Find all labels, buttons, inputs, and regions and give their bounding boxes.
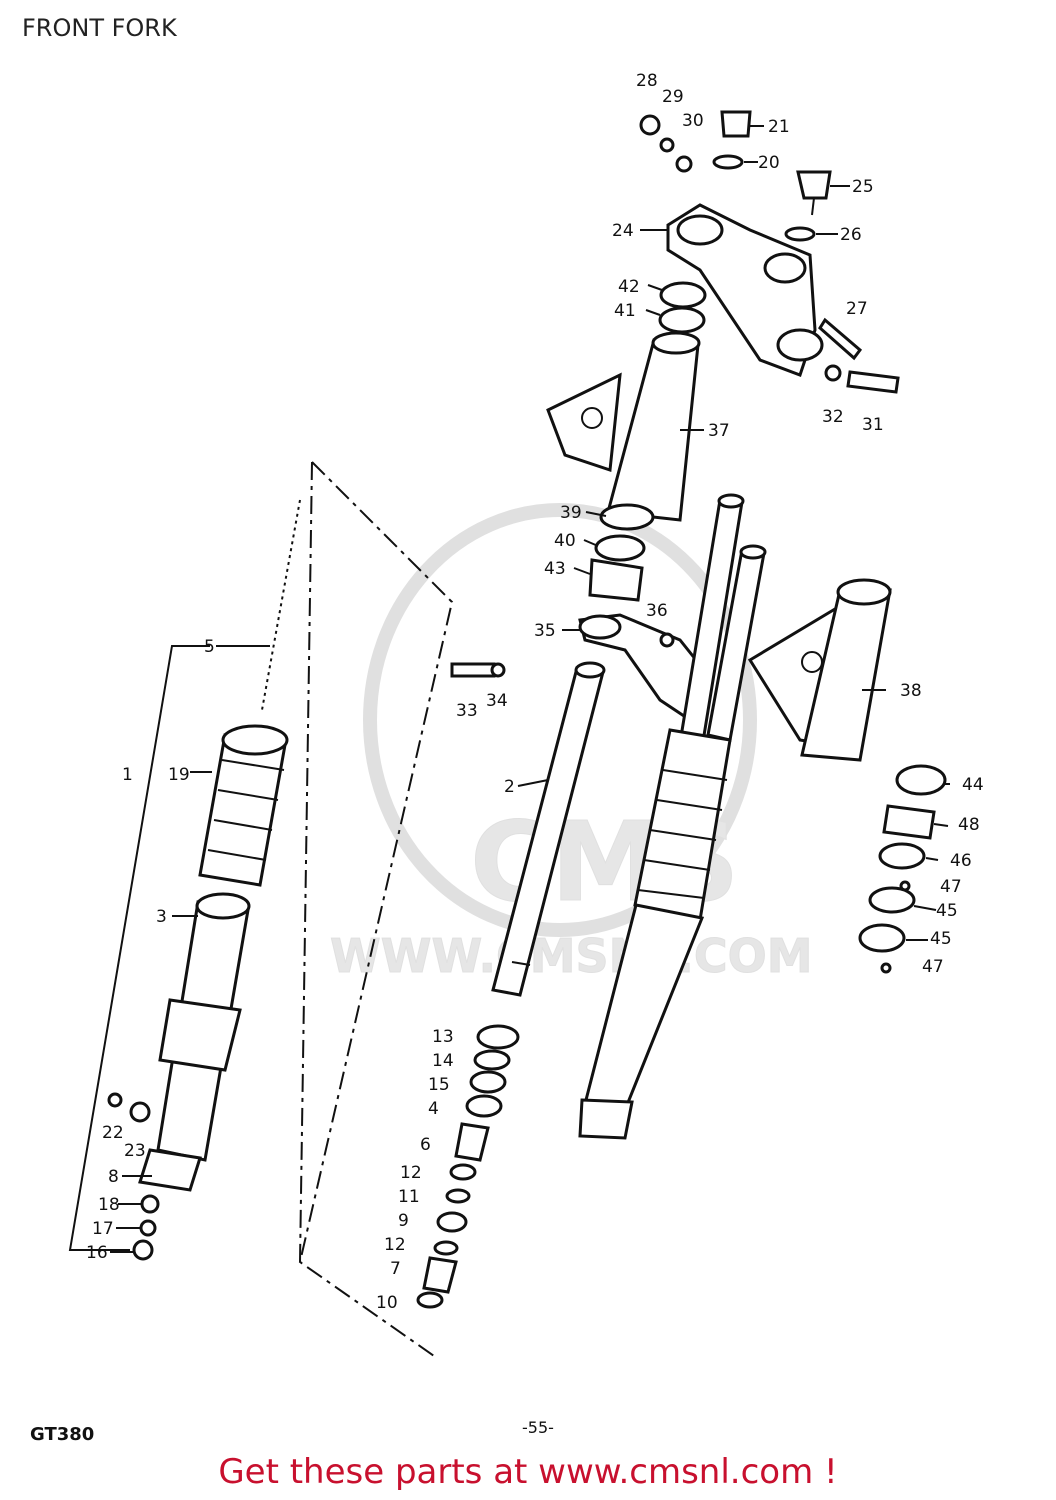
bearing-48 (882, 804, 936, 840)
fork-spring (261, 499, 301, 711)
washer-18 (140, 1194, 160, 1214)
label-4: 4 (428, 1099, 439, 1119)
label-10: 10 (376, 1293, 398, 1313)
screw-36 (659, 632, 675, 648)
label-40: 40 (554, 531, 576, 551)
bolt-31 (846, 370, 900, 394)
label-12b: 12 (384, 1235, 406, 1255)
ring-41 (658, 306, 706, 334)
pinch-bolt (450, 662, 496, 678)
race-45b (858, 923, 906, 953)
label-17: 17 (92, 1219, 114, 1239)
ball-47b (880, 962, 892, 974)
label-1: 1 (122, 765, 133, 785)
leader-lines (110, 125, 950, 1253)
label-5: 5 (204, 637, 215, 657)
bolt-25 (796, 170, 832, 200)
inner-tube (491, 661, 606, 997)
washer-32 (824, 364, 842, 382)
label-43: 43 (544, 559, 566, 579)
label-3: 3 (156, 907, 167, 927)
race-46 (878, 842, 926, 870)
label-48: 48 (958, 815, 980, 835)
label-9: 9 (398, 1211, 409, 1231)
label-39: 39 (560, 503, 582, 523)
label-46: 46 (950, 851, 972, 871)
label-27: 27 (846, 299, 868, 319)
watermark-url: WWW.CMSNL.COM (330, 929, 813, 983)
outer-tube-left (138, 892, 251, 1192)
upper-bracket (666, 203, 817, 377)
label-47b: 47 (922, 957, 944, 977)
label-22: 22 (102, 1123, 124, 1143)
label-20: 20 (758, 153, 780, 173)
washer-30 (675, 155, 693, 173)
page-number: -55- (522, 1418, 554, 1437)
exploded-outline (298, 461, 454, 1357)
label-24: 24 (612, 221, 634, 241)
washer-26 (784, 226, 816, 242)
damper-stack (416, 1024, 520, 1309)
label-42: 42 (618, 277, 640, 297)
ring-40 (594, 534, 646, 562)
label-7: 7 (390, 1259, 401, 1279)
label-19: 19 (168, 765, 190, 785)
label-23: 23 (124, 1141, 146, 1161)
label-41: 41 (614, 301, 636, 321)
label-47a: 47 (940, 877, 962, 897)
pinch-washer (490, 662, 506, 678)
fork-boot (198, 724, 289, 887)
label-26: 26 (840, 225, 862, 245)
label-30: 30 (682, 111, 704, 131)
diagram-title: FRONT FORK (22, 14, 177, 42)
washer-29 (659, 137, 675, 153)
gasket-20 (712, 154, 744, 170)
label-44: 44 (962, 775, 984, 795)
model-code: GT380 (30, 1424, 95, 1445)
label-15: 15 (428, 1075, 450, 1095)
cap-bolt-21 (720, 110, 752, 138)
label-37: 37 (708, 421, 730, 441)
assembly-bracket (68, 645, 210, 1251)
label-45b: 45 (930, 929, 952, 949)
washer-17 (139, 1219, 157, 1237)
label-8: 8 (108, 1167, 119, 1187)
nut-28 (639, 114, 661, 136)
label-16: 16 (86, 1243, 108, 1263)
ring-43 (588, 558, 644, 602)
nut-16 (132, 1239, 154, 1261)
exploded-outline-edge (299, 461, 313, 1263)
label-45a: 45 (936, 901, 958, 921)
label-36: 36 (646, 601, 668, 621)
race-45a (868, 886, 916, 914)
label-14: 14 (432, 1051, 454, 1071)
label-29: 29 (662, 87, 684, 107)
label-32: 32 (822, 407, 844, 427)
race-44 (895, 764, 947, 796)
label-2: 2 (504, 777, 515, 797)
drain-screw (107, 1092, 123, 1108)
ring-39 (599, 503, 655, 531)
label-12a: 12 (400, 1163, 422, 1183)
label-18: 18 (98, 1195, 120, 1215)
ring-42 (659, 281, 707, 309)
label-33: 33 (456, 701, 478, 721)
gasket (129, 1101, 151, 1123)
bolt-27 (818, 317, 863, 361)
label-31: 31 (862, 415, 884, 435)
label-28: 28 (636, 71, 658, 91)
label-25: 25 (852, 177, 874, 197)
label-6: 6 (420, 1135, 431, 1155)
label-11: 11 (398, 1187, 420, 1207)
parts-link[interactable]: Get these parts at www.cmsnl.com ! (218, 1452, 838, 1492)
label-13: 13 (432, 1027, 454, 1047)
label-34: 34 (486, 691, 508, 711)
label-35: 35 (534, 621, 556, 641)
label-38: 38 (900, 681, 922, 701)
label-21: 21 (768, 117, 790, 137)
